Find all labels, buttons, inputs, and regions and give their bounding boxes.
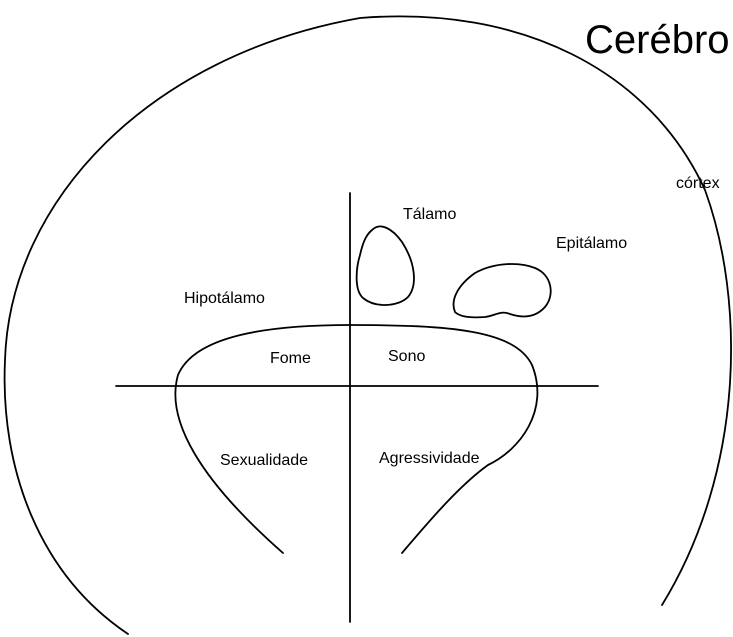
label-fome: Fome <box>270 350 311 367</box>
label-epitalamo: Epitálamo <box>556 235 627 252</box>
label-cortex: córtex <box>676 175 720 192</box>
label-agressividade: Agressividade <box>379 450 480 467</box>
label-sexualidade: Sexualidade <box>220 452 308 469</box>
label-hipotalamo: Hipotálamo <box>184 290 265 307</box>
label-sono: Sono <box>388 348 425 365</box>
label-talamo: Tálamo <box>403 206 456 223</box>
thalamus-outline <box>357 226 414 305</box>
hypothalamus-outline <box>175 325 537 553</box>
epithalamus-outline <box>454 264 551 317</box>
diagram-title: Cerébro <box>585 18 730 62</box>
